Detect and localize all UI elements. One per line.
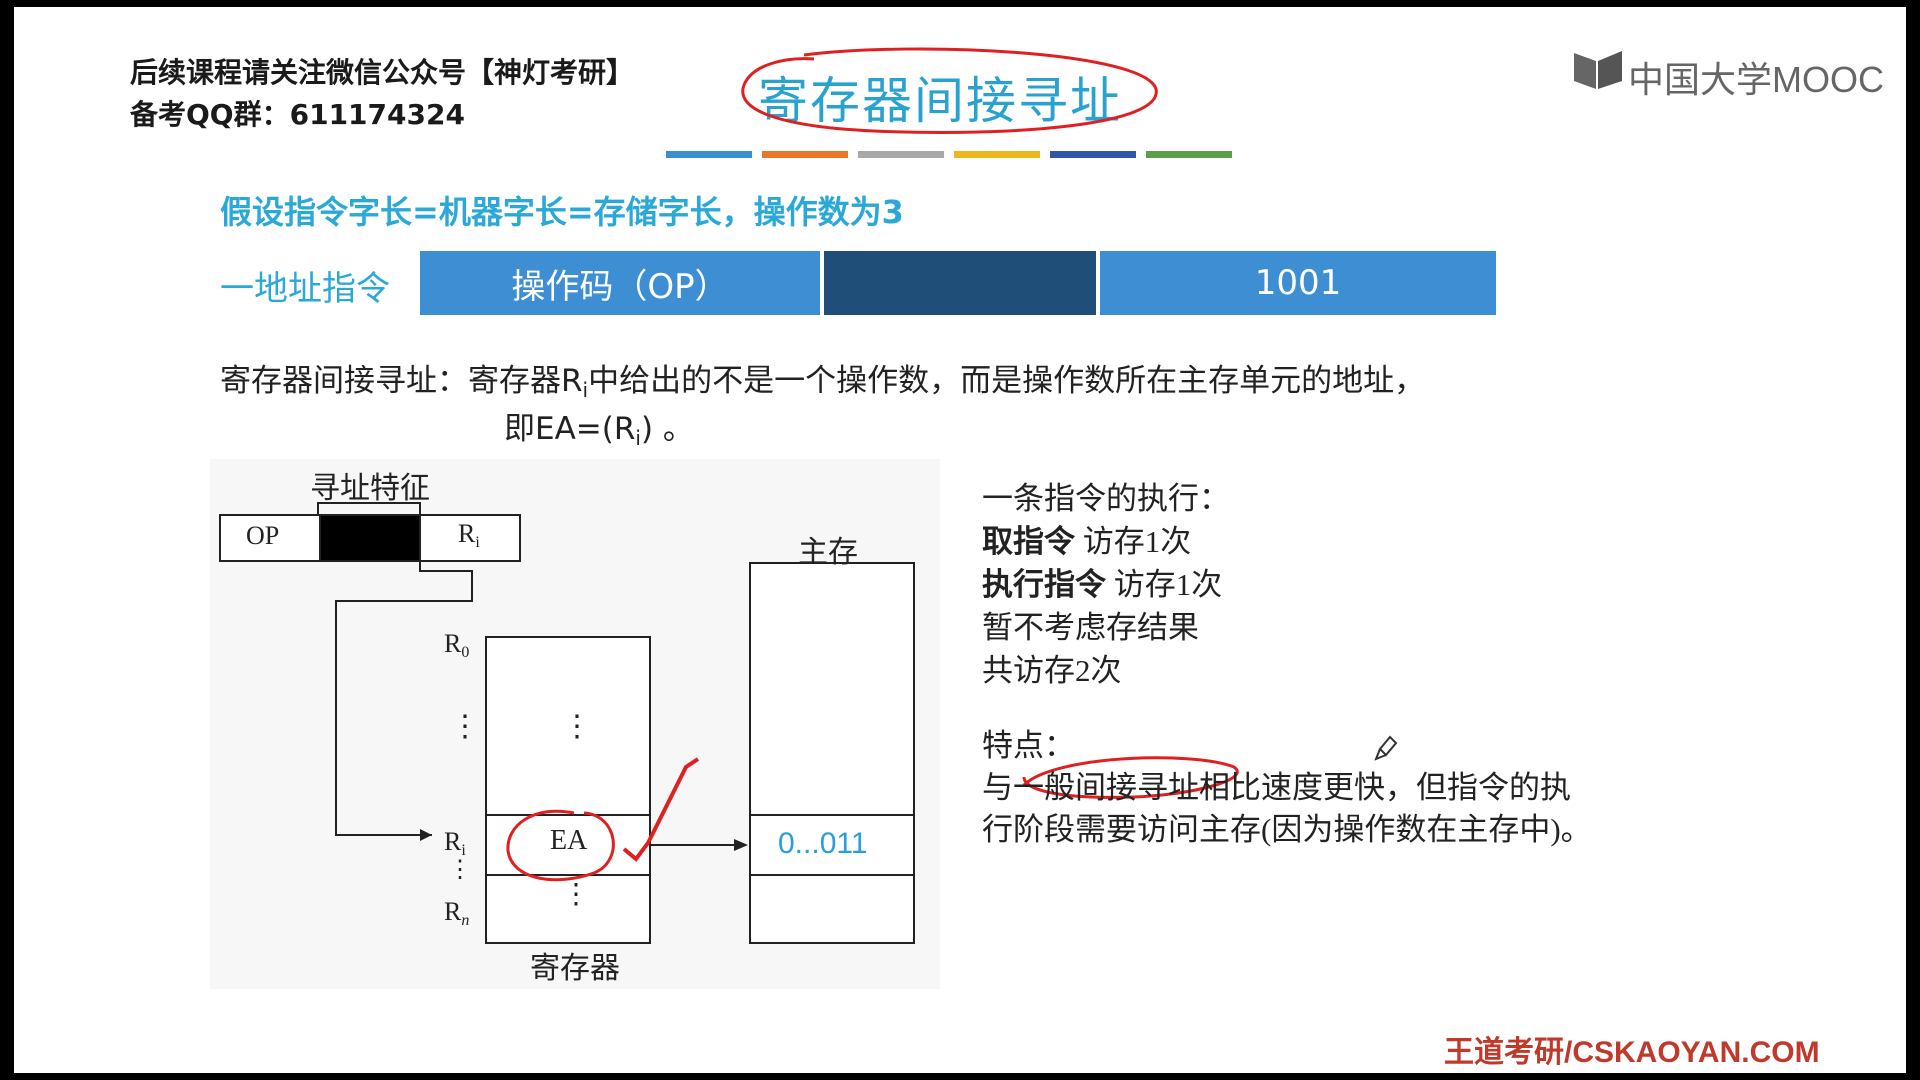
register-dots: ⋮ [562, 710, 592, 743]
definition-prefix: 寄存器间接寻址： [220, 363, 468, 399]
register-label: 寄存器 [530, 952, 620, 985]
register-left-dots: ⋮ [450, 710, 480, 743]
definition-text-b: 中给出的不是一个操作数，而是操作数所在主存单元的地址， [588, 363, 1426, 399]
address-field: 1001 [1100, 251, 1496, 315]
mooc-logo-text: 中国大学MOOC [1628, 59, 1884, 100]
header-line-1: 后续课程请关注微信公众号【神灯考研】 [130, 56, 635, 89]
execution-total: 共访存2次 [982, 653, 1122, 688]
execution-block: 一条指令的执行： 取指令 访存1次 执行指令 访存1次 暂不考虑存结果 共访存2… [982, 477, 1230, 692]
title-stripe [666, 151, 752, 158]
register-rn-label: Rn [444, 897, 469, 930]
opcode-field: 操作码（OP） [420, 251, 820, 315]
memory-label: 主存 [798, 536, 858, 569]
ri-row-sub: i [461, 842, 466, 859]
fetch-bold: 取指令 [982, 524, 1075, 559]
title-stripe [954, 151, 1040, 158]
rn-text: R [444, 897, 462, 926]
register-ri-rn-dots: ⋮ [448, 857, 472, 883]
features-line-1: 与一般间接寻址相比速度更快，但指令的执 [982, 770, 1571, 805]
assumption-text: 假设指令字长=机器字长=存储字长，操作数为3 [220, 193, 904, 231]
definition-sub-i: i [582, 378, 589, 402]
features-line-2: 行阶段需要访问主存(因为操作数在主存中)。 [982, 812, 1592, 847]
definition-line-1: 寄存器间接寻址：寄存器Ri中给出的不是一个操作数，而是操作数所在主存单元的地址， [220, 355, 1425, 402]
execution-exec: 执行指令 访存1次 [982, 563, 1230, 606]
execution-no-store: 暂不考虑存结果 [982, 610, 1199, 645]
register-ea-value: EA [550, 825, 588, 856]
watermark: 王道考研/CSKAOYAN.COM [1444, 1036, 1820, 1069]
diagram-ri-sub: i [475, 534, 480, 551]
header-line-2: 备考QQ群：611174324 [130, 98, 465, 131]
ri-row-text: R [444, 827, 462, 856]
register-ri-label: Ri [444, 827, 466, 860]
register-r0-label: R0 [444, 629, 469, 662]
exec-bold: 执行指令 [982, 567, 1106, 602]
addressing-mode-field [824, 251, 1096, 315]
definition-line-2: 即EA=(Ri) 。 [504, 403, 694, 450]
memory-cell-value: 0...011 [778, 827, 868, 860]
fetch-rest: 访存1次 [1075, 524, 1192, 559]
addr-feature-label: 寻址特征 [310, 472, 430, 505]
execution-heading: 一条指令的执行： [982, 481, 1230, 516]
pen-cursor-icon [1374, 735, 1398, 761]
diagram-ri-label: Ri [458, 519, 480, 552]
mooc-book-icon [1574, 51, 1622, 89]
definition-ea-b: ) 。 [640, 411, 694, 447]
slide: 后续课程请关注微信公众号【神灯考研】 备考QQ群：611174324 寄存器间接… [14, 7, 1906, 1073]
one-address-label: 一地址指令 [220, 269, 390, 309]
slide-title: 寄存器间接寻址 [758, 72, 1122, 130]
r0-sub: 0 [461, 644, 470, 661]
opcode-label: 操作码（OP） [511, 266, 729, 307]
execution-fetch: 取指令 访存1次 [982, 520, 1230, 563]
title-annotation-ellipse [741, 47, 1158, 134]
definition-text-a: 寄存器R [468, 363, 583, 399]
diagram-op-label: OP [246, 521, 280, 550]
register-bottom-dots: ⋮ [562, 879, 590, 910]
address-value: 1001 [1254, 263, 1342, 303]
exec-rest: 访存1次 [1106, 567, 1223, 602]
diagram-ri-text: R [458, 519, 476, 548]
title-stripe [1146, 151, 1232, 158]
rn-sub: n [461, 912, 470, 929]
title-stripe [858, 151, 944, 158]
diagram-lines [219, 502, 1398, 944]
features-heading: 特点： [982, 728, 1075, 763]
title-stripe [762, 151, 848, 158]
title-stripe [1050, 151, 1136, 158]
r0-text: R [444, 629, 462, 658]
definition-ea-sub: i [635, 426, 641, 450]
features-block: 特点： 与一般间接寻址相比速度更快，但指令的执 行阶段需要访问主存(因为操作数在… [982, 725, 1592, 851]
definition-ea-a: 即EA=(R [504, 411, 636, 447]
mooc-logo: 中国大学MOOC [1572, 47, 1884, 100]
